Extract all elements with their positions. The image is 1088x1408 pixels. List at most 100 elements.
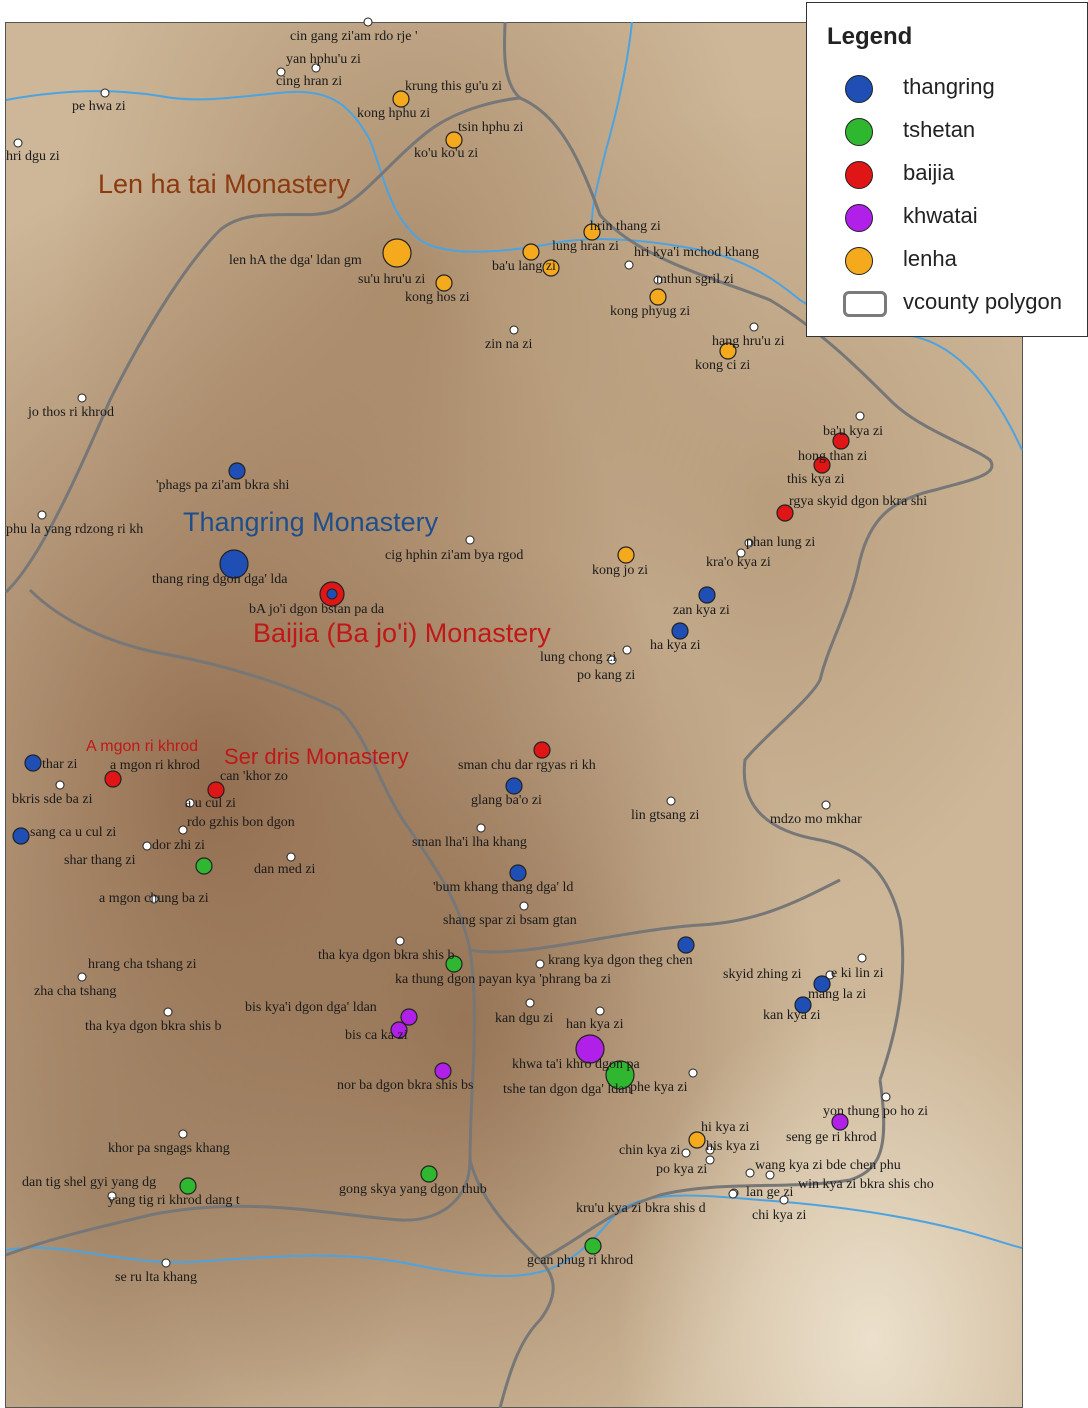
site-marker-hrin-thang-zi[interactable]: [583, 223, 601, 241]
site-marker-po-kya-zi[interactable]: [705, 1155, 715, 1165]
site-marker-kong-phyug-zi[interactable]: [649, 288, 667, 306]
site-marker-tha-kya-dgon-bkra-shis-b[interactable]: [445, 955, 463, 973]
site-marker-rgya-skyid-dgon-bkra-shi[interactable]: [776, 504, 794, 522]
legend-swatch-khwatai: [845, 204, 873, 232]
site-label-ba-jo-i-dgon-bstan-pa-da: bA jo'i dgon bstan pa da: [249, 602, 385, 617]
site-marker-tsin-hphu-zi[interactable]: [445, 131, 463, 149]
site-marker-tshe-tan-dgon-dga-ldan[interactable]: [605, 1060, 635, 1090]
site-marker-bis-ca-ka-zi[interactable]: [390, 1021, 408, 1039]
site-marker-mthun-sgril-zi[interactable]: [653, 275, 663, 285]
site-marker-baijia-center[interactable]: [326, 588, 338, 600]
site-label-bis-ca-ka-zi: bis ca ka zi: [345, 1028, 408, 1043]
site-marker-glang-ba-o-zi[interactable]: [505, 777, 523, 795]
site-marker-ba-u-lang-zi[interactable]: [542, 259, 560, 277]
site-marker-e-ki-lin-zi[interactable]: [857, 953, 867, 963]
site-marker-zha-cha-tshang[interactable]: [77, 972, 87, 982]
site-label-phan-lung-zi: phan lung zi: [746, 535, 815, 550]
site-marker-hrang-cha-tshang-zi[interactable]: [395, 936, 405, 946]
legend-label-baijia: baijia: [903, 160, 955, 185]
site-marker-kong-jo-zi[interactable]: [617, 546, 635, 564]
site-marker-thar-zi[interactable]: [24, 754, 42, 772]
site-marker-kan-dgu-zi[interactable]: [525, 998, 535, 1008]
site-marker-phan-lung-zi[interactable]: [744, 538, 754, 548]
site-marker-mdzo-mo-mkhar[interactable]: [821, 800, 831, 810]
site-marker-phu-la-yang-rdzong-ri-kh[interactable]: [37, 510, 47, 520]
site-marker-len-ha-the-dga-ldan-gm[interactable]: [382, 238, 412, 268]
site-marker-rdo-gzhis-bon-dgon[interactable]: [178, 825, 188, 835]
site-marker-khwa-ta-i-khro-dgon-pa[interactable]: [575, 1034, 605, 1064]
site-marker-yan-hphu-u-zi[interactable]: [311, 63, 321, 73]
site-marker-jo-thos-ri-khrod[interactable]: [77, 393, 87, 403]
site-marker-bkris-sde-ba-zi[interactable]: [55, 780, 65, 790]
site-marker-chi-kya-zi[interactable]: [779, 1195, 789, 1205]
legend-item-vcounty-polygon: vcounty polygon: [843, 288, 1083, 322]
site-marker-sman-lha-i-lha-khang[interactable]: [476, 823, 486, 833]
site-marker-dor-zhi-zi[interactable]: [142, 841, 152, 851]
site-marker-mang-la-zi[interactable]: [813, 975, 831, 993]
site-marker-kra-o-kya-zi[interactable]: [736, 548, 746, 558]
site-marker-gcan-phug-ri-khrod[interactable]: [584, 1237, 602, 1255]
site-marker-win-kya-zi-bkra-shis-cho[interactable]: [765, 1170, 775, 1180]
site-marker-phags-pa-zi-am-bkra-shi[interactable]: [228, 462, 246, 480]
site-marker-chin-kya-zi[interactable]: [681, 1148, 691, 1158]
site-marker-po-kang-zi[interactable]: [607, 655, 617, 665]
site-marker-ha-kya-zi[interactable]: [671, 622, 689, 640]
site-marker-kru-u-kya-zi-bkra-shis-d[interactable]: [728, 1189, 738, 1199]
site-marker-lung-hran-zi[interactable]: [522, 243, 540, 261]
site-marker-yang-tig-ri-khrod-dang-t[interactable]: [107, 1191, 117, 1201]
site-marker-hong-than-zi[interactable]: [832, 432, 850, 450]
site-marker-hri-dgu-zi[interactable]: [13, 138, 23, 148]
site-marker-ba-u-kya-zi[interactable]: [855, 411, 865, 421]
site-marker-nor-ba-dgon-bkra-shis-bs[interactable]: [434, 1062, 452, 1080]
site-marker-hang-hru-u-zi[interactable]: [749, 322, 759, 332]
site-label-hang-hru-u-zi: hang hru'u zi: [712, 334, 785, 349]
site-marker-a-u-cul-zi[interactable]: [185, 798, 195, 808]
site-marker-this-kya-zi[interactable]: [813, 456, 831, 474]
site-label-khor-pa-sngags-khang: khor pa sngags khang: [108, 1141, 230, 1156]
site-marker-thang-ring-dgon-dga-lda[interactable]: [219, 549, 249, 579]
site-marker-wang-kya-zi-bde-chen-phu[interactable]: [745, 1168, 755, 1178]
site-marker-khor-pa-sngags-khang[interactable]: [178, 1129, 188, 1139]
site-marker-cin-gang-zi-am-rdo-rje[interactable]: [363, 17, 373, 27]
site-marker-krung-this-gu-u-zi[interactable]: [392, 90, 410, 108]
site-label-cin-gang-zi-am-rdo-rje: cin gang zi'am rdo rje ': [290, 29, 418, 44]
legend-swatch-lenha: [845, 247, 873, 275]
site-label-sman-lha-i-lha-khang: sman lha'i lha khang: [412, 835, 527, 850]
site-marker-zan-kya-zi[interactable]: [698, 586, 716, 604]
site-marker-dan-med-zi[interactable]: [286, 852, 296, 862]
site-label-bum-khang-thang-dga-ld: 'bum khang thang dga' ld: [433, 880, 573, 895]
site-label-a-mgon-chung-ba-zi: a mgon chung ba zi: [99, 891, 209, 906]
site-marker-gong-skya-yang-dgon-thub[interactable]: [420, 1165, 438, 1183]
site-marker-sman-chu-dar-rgyas-ri-kh[interactable]: [533, 741, 551, 759]
site-marker-lin-gtsang-zi[interactable]: [666, 796, 676, 806]
site-marker-bum-khang-thang-dga-ld[interactable]: [509, 864, 527, 882]
site-marker-zin-na-zi[interactable]: [509, 325, 519, 335]
site-marker-shang-spar-zi-bsam-gtan[interactable]: [519, 901, 529, 911]
site-marker-ka-thung-dgon-payan-kya-phrang-ba-zi[interactable]: [535, 959, 545, 969]
site-marker-lung-chong-zi[interactable]: [622, 645, 632, 655]
site-marker-can-khor-zo[interactable]: [207, 781, 225, 799]
site-marker-yon-thung-po-ho-zi[interactable]: [881, 1092, 891, 1102]
site-marker-phe-kya-zi[interactable]: [688, 1068, 698, 1078]
site-marker-hri-kya-i-mchod-khang[interactable]: [624, 260, 634, 270]
site-marker-se-ru-lta-khang[interactable]: [161, 1258, 171, 1268]
site-marker-skyid-zhing-zi[interactable]: [825, 970, 835, 980]
site-marker-hi-kya-zi[interactable]: [688, 1131, 706, 1149]
site-marker-su-u-hru-u-zi[interactable]: [435, 274, 453, 292]
site-marker-seng-ge-ri-khrod[interactable]: [831, 1113, 849, 1131]
site-marker-a-mgon-ri-khrod[interactable]: [104, 770, 122, 788]
site-marker-han-kya-zi[interactable]: [595, 1006, 605, 1016]
site-marker-kan-kya-zi[interactable]: [794, 996, 812, 1014]
site-marker-kong-ci-zi[interactable]: [719, 342, 737, 360]
site-marker-dan-tig-shel-gyi-yang-dg[interactable]: [179, 1177, 197, 1195]
site-marker-bis-kya-i-dgon-dga-ldan[interactable]: [400, 1008, 418, 1026]
site-marker-pe-hwa-zi[interactable]: [100, 88, 110, 98]
site-marker-a-mgon-chung-ba-zi[interactable]: [149, 894, 159, 904]
site-marker-krang-kya-dgon-theg-chen[interactable]: [677, 936, 695, 954]
site-marker-his-kya-zi[interactable]: [705, 1145, 715, 1155]
site-marker-shar-thang-zi[interactable]: [195, 857, 213, 875]
site-marker-sang-ca-u-cul-zi[interactable]: [12, 827, 30, 845]
site-marker-cig-hphin-zi-am-bya-rgod[interactable]: [465, 535, 475, 545]
site-marker-tha-kya-dgon-bkra-shis-b[interactable]: [163, 1007, 173, 1017]
site-marker-cing-hran-zi[interactable]: [276, 67, 286, 77]
